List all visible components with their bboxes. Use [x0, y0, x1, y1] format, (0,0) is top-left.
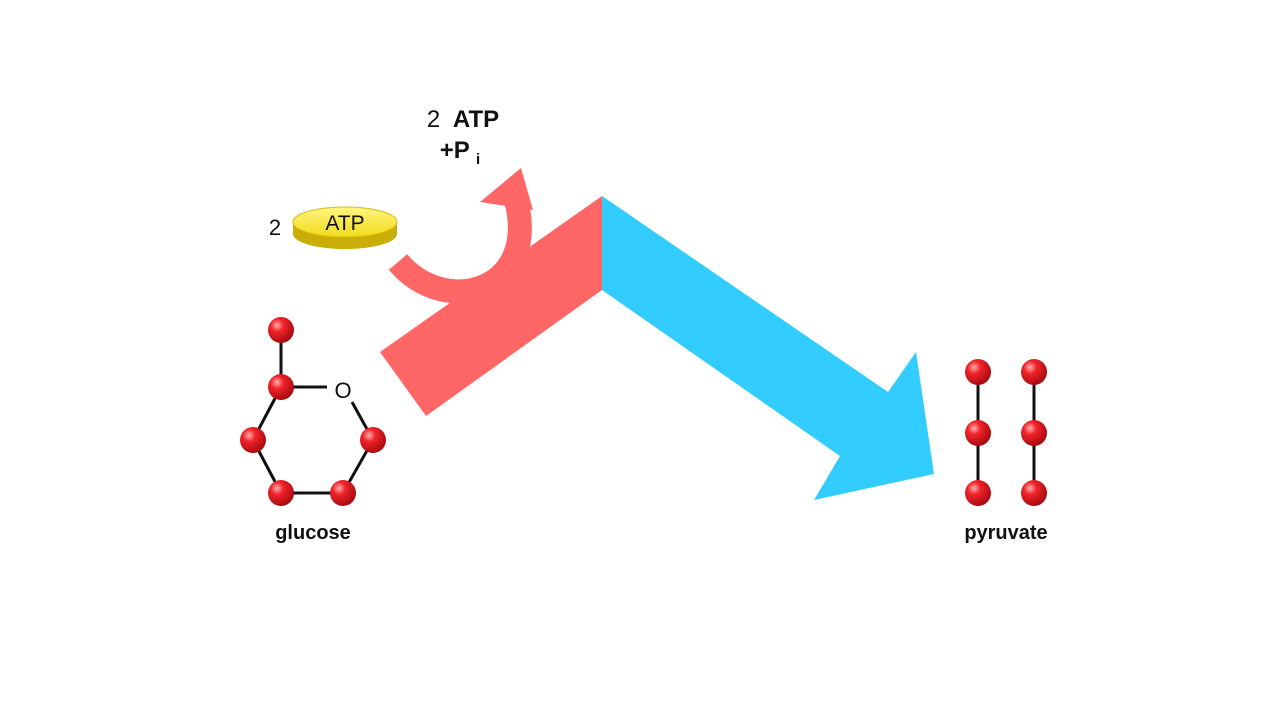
pyruvate-label: pyruvate: [964, 522, 1047, 544]
investment-arrow: [380, 196, 602, 416]
glucose-atom: [240, 427, 266, 453]
pyruvate-atom: [1021, 359, 1047, 385]
pyruvate-atom: [965, 420, 991, 446]
glucose-atom: [268, 480, 294, 506]
phosphate-output-label: +P i: [440, 137, 480, 168]
ring-oxygen-label: O: [334, 378, 351, 403]
glucose-atom: [268, 374, 294, 400]
atp-consumption-curve-arrow: [388, 168, 533, 304]
glucose-label: glucose: [275, 522, 351, 544]
atp-output-coefficient: 2: [427, 106, 440, 133]
pyruvate-atom: [1021, 480, 1047, 506]
atp-token-label: ATP: [325, 212, 364, 235]
payoff-arrow: [602, 196, 934, 500]
glucose-atom: [268, 317, 294, 343]
atp-output-label: 2 ATP: [427, 106, 499, 133]
glucose-atom: [360, 427, 386, 453]
atp-input-coefficient: 2: [269, 215, 281, 240]
pyruvate-atom: [965, 480, 991, 506]
phosphate-label: +P: [440, 137, 470, 164]
pyruvate-chain-2: [1021, 359, 1047, 506]
atp-output-molecule: ATP: [453, 106, 499, 133]
pyruvate-chain-1: [965, 359, 991, 506]
phosphate-subscript: i: [476, 151, 480, 168]
pyruvate-atom: [1021, 420, 1047, 446]
atp-token: ATP: [292, 206, 398, 249]
glucose-bonds: [251, 330, 375, 495]
pyruvate-molecules: [965, 359, 1047, 506]
pyruvate-atom: [965, 359, 991, 385]
glucose-atom: [330, 480, 356, 506]
glucose-molecule: O: [240, 317, 386, 506]
